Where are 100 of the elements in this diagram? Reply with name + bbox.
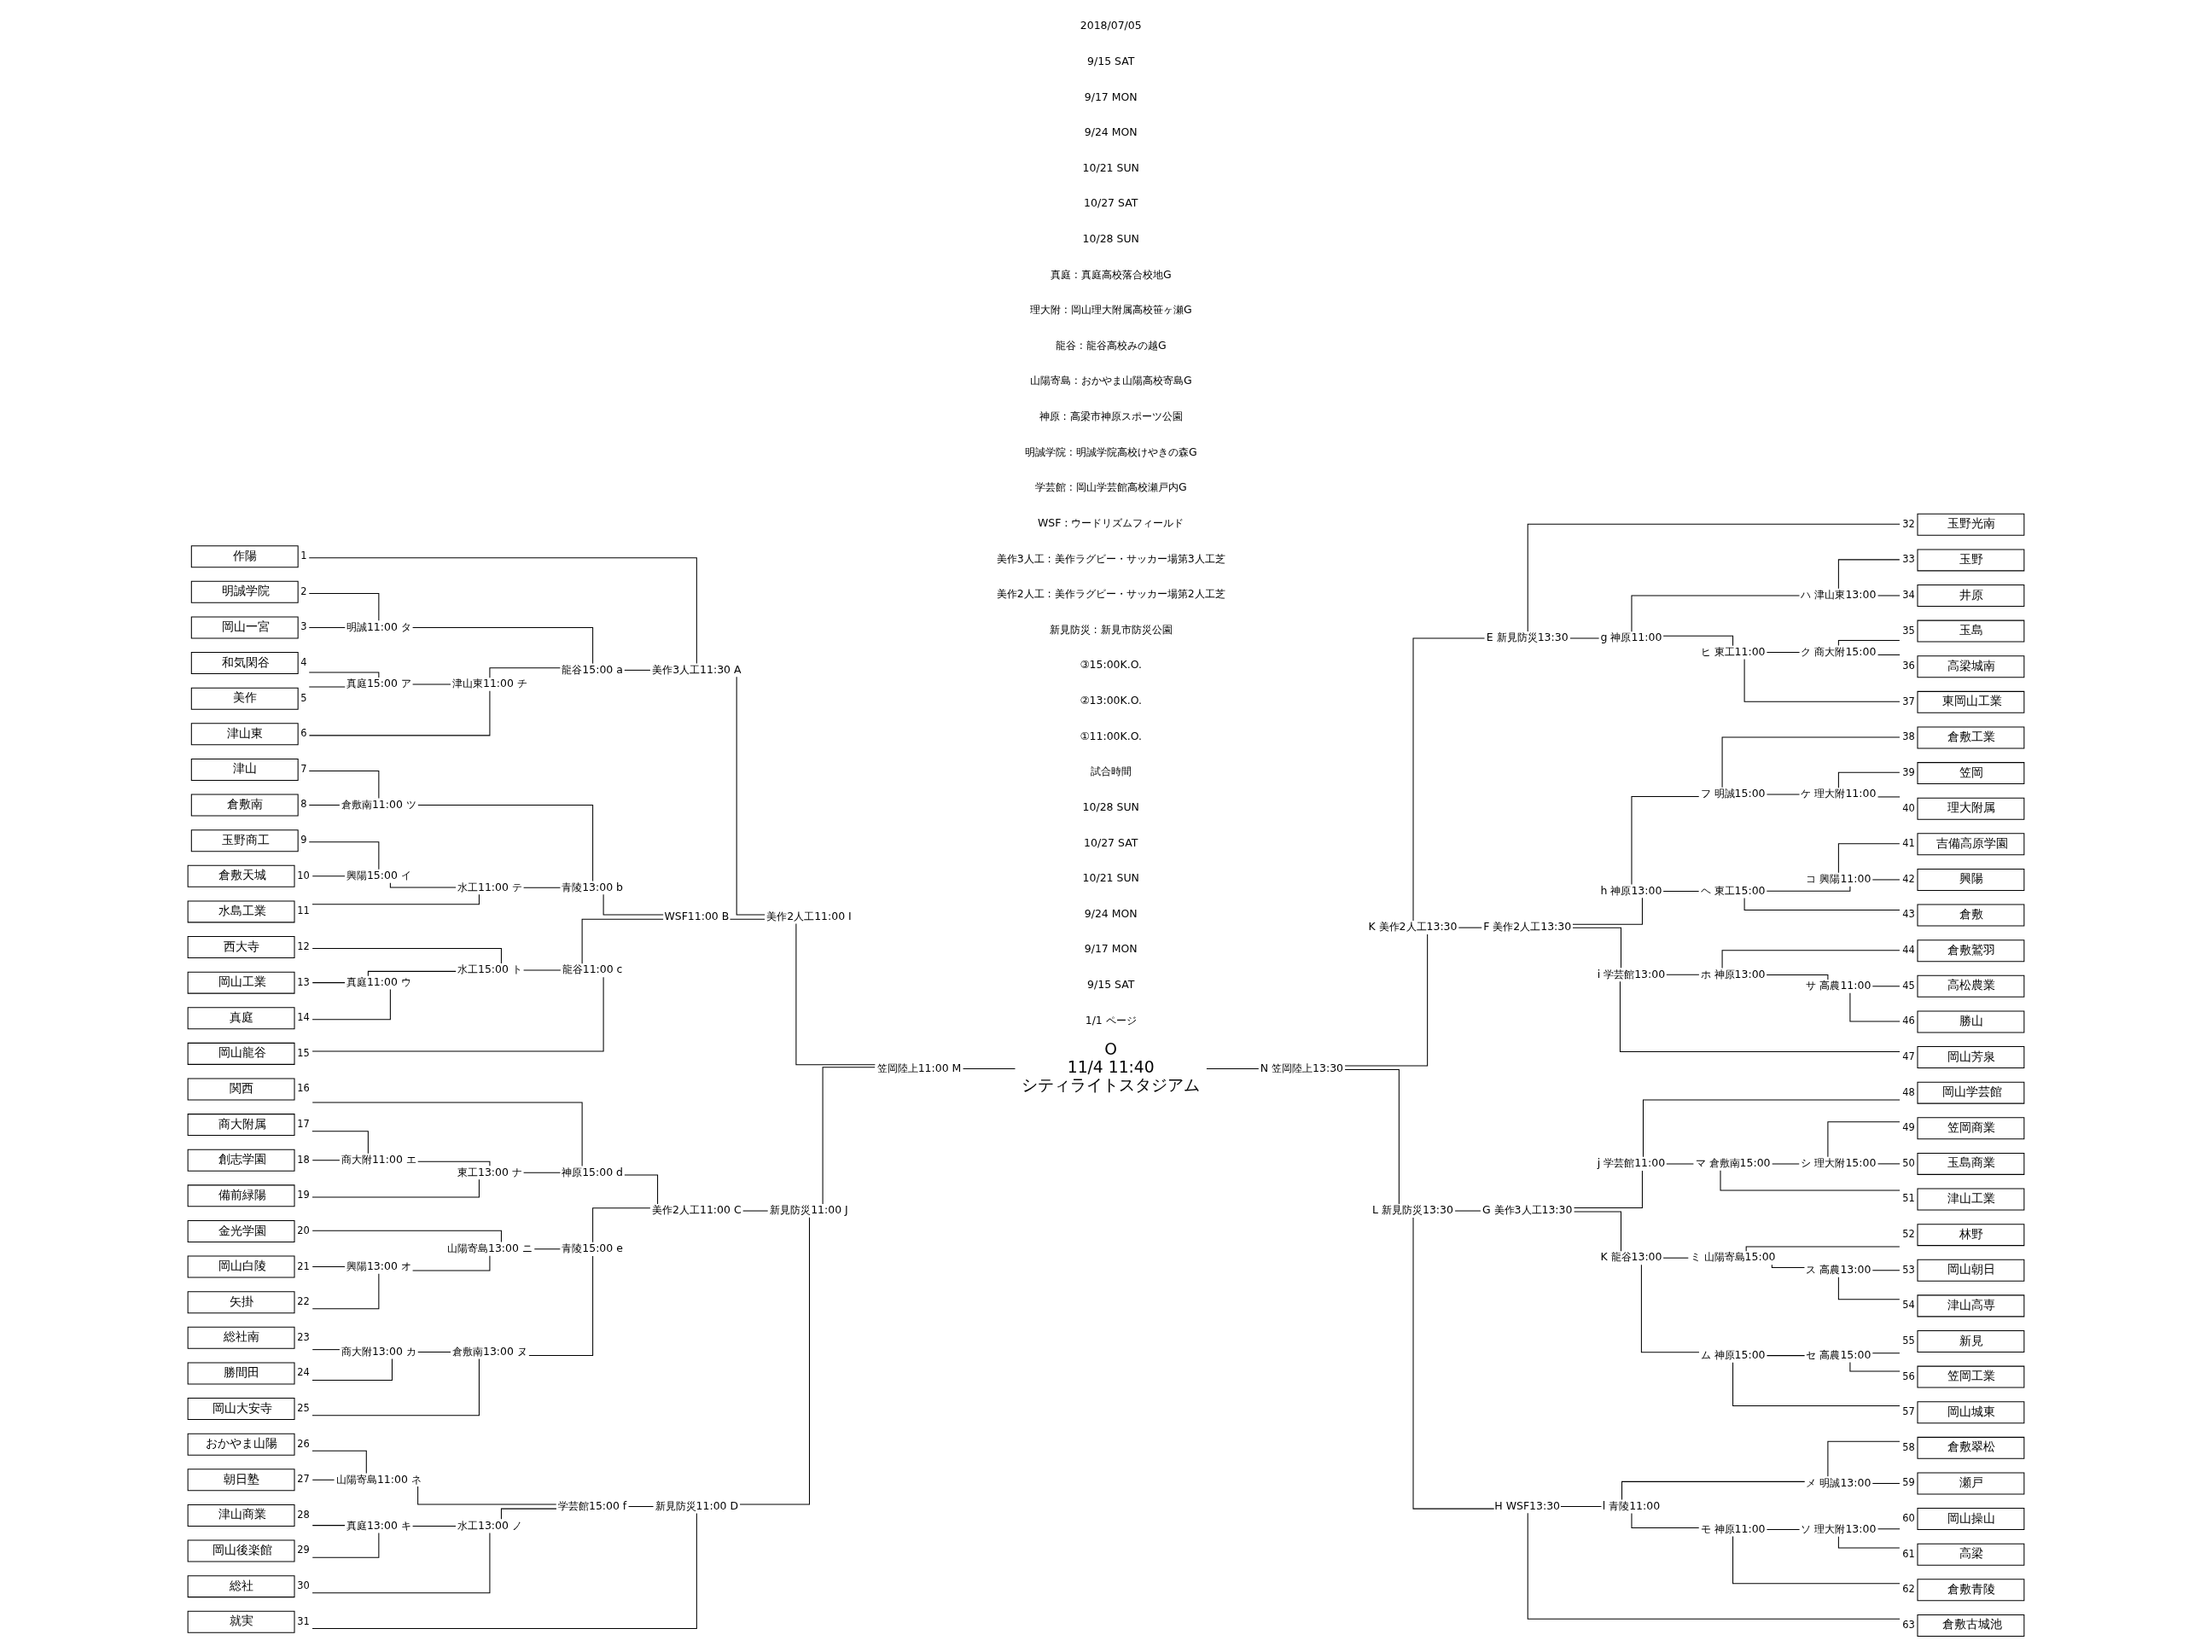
node-label: 2 — [300, 585, 307, 597]
node-box: 岡山後楽館 — [187, 1539, 295, 1562]
label: 1/1 ページ — [1085, 1013, 1137, 1027]
node-label: 34 — [1902, 588, 1915, 601]
connector — [311, 989, 391, 1021]
connector — [624, 1174, 659, 1205]
label: 美作3人工 : 美作ラグビー・サッカー場第3人工芝 — [996, 551, 1225, 565]
node-text: ヘ 東工15:00 — [1700, 883, 1766, 897]
node-label: 3 — [300, 620, 307, 633]
connector — [1871, 1270, 1901, 1271]
connector — [1412, 637, 1486, 922]
node-text: 学芸館15:00 f — [557, 1498, 627, 1512]
connector — [1666, 974, 1700, 975]
node-label: 5 — [300, 691, 307, 704]
node-text: コ 興陽11:00 — [1806, 872, 1871, 886]
connector — [311, 1273, 380, 1310]
node-text: O 11/4 11:40 シティライトスタジアム — [1022, 1040, 1201, 1094]
connector — [1662, 1257, 1689, 1259]
label: 9/15 SAT — [1087, 977, 1135, 991]
connector — [389, 882, 457, 888]
node-label: 21 — [297, 1259, 310, 1272]
connector — [628, 1506, 655, 1508]
node-box: 岡山芳泉 — [1917, 1046, 2025, 1069]
connector — [311, 1525, 346, 1527]
connector — [736, 676, 765, 916]
node-box: 美作 — [190, 687, 299, 710]
connector — [311, 893, 480, 905]
node-box: 創志学園 — [187, 1149, 295, 1172]
connector — [1871, 1352, 1901, 1354]
label: 神原 : 高梁市神原スポーツ公園 — [1039, 410, 1183, 423]
node-box: 明誠学院 — [190, 580, 299, 603]
connector — [311, 1450, 367, 1474]
node-label: 33 — [1902, 553, 1915, 566]
node-box: 作陽 — [190, 545, 299, 568]
connector — [311, 1358, 393, 1382]
node-box: 倉敷鷲羽 — [1917, 939, 2025, 963]
node-box: 岡山操山 — [1917, 1508, 2025, 1531]
node-text: ヒ 東工11:00 — [1700, 644, 1766, 658]
node-box: 笠岡工業 — [1917, 1365, 2025, 1388]
node-label: 56 — [1902, 1370, 1915, 1382]
connector — [795, 923, 876, 1066]
connector — [1837, 559, 1901, 590]
connector — [412, 626, 594, 665]
node-box: 吉備高原学園 — [1917, 833, 2025, 856]
connector — [311, 875, 346, 877]
connector — [417, 805, 594, 881]
node-box: 倉敷翠松 — [1917, 1436, 2025, 1459]
connector — [417, 1351, 451, 1352]
node-label: 49 — [1902, 1121, 1915, 1134]
node-text: 倉敷南11:00 ツ — [341, 797, 416, 811]
node-text: フ 明誠15:00 — [1700, 787, 1766, 800]
node-label: 32 — [1902, 517, 1915, 530]
connector — [308, 841, 380, 870]
connector — [311, 1513, 697, 1629]
connector — [308, 770, 380, 799]
connector — [311, 1131, 369, 1155]
node-box: 岡山朝日 — [1917, 1259, 2025, 1282]
node-text: ケ 理大附11:00 — [1801, 787, 1877, 800]
label: 明誠学院 : 明誠学院高校けやきの森G — [1024, 445, 1197, 458]
node-box: おかやま山陽 — [187, 1433, 295, 1456]
connector — [417, 1486, 557, 1505]
connector — [1877, 654, 1901, 655]
node-label: 26 — [297, 1437, 310, 1450]
node-label: 11 — [297, 905, 310, 917]
node-box: 玉野商工 — [190, 829, 299, 852]
node-text: 神原15:00 d — [562, 1165, 623, 1178]
node-text: H WSF13:30 — [1494, 1498, 1561, 1512]
connector — [739, 1217, 810, 1505]
node-label: 51 — [1902, 1192, 1915, 1205]
node-box: 総社南 — [187, 1326, 295, 1349]
node-box: 倉敷天城 — [187, 864, 295, 887]
node-text: 笠岡陸上11:00 M — [876, 1061, 962, 1074]
node-text: 水工13:00 ノ — [457, 1518, 522, 1532]
node-text: h 神原13:00 — [1600, 883, 1662, 897]
node-box: 津山商業 — [187, 1504, 295, 1527]
node-label: 62 — [1902, 1583, 1915, 1596]
node-text: シ 理大附15:00 — [1801, 1156, 1877, 1170]
label: ①11:00K.O. — [1080, 729, 1142, 742]
node-label: 54 — [1902, 1299, 1915, 1312]
node-label: 44 — [1902, 944, 1915, 957]
node-box: 理大附属 — [1917, 797, 2025, 820]
node-box: 東岡山工業 — [1917, 690, 2025, 713]
node-box: 矢掛 — [187, 1291, 295, 1314]
label: 9/15 SAT — [1087, 54, 1135, 67]
connector — [1732, 1536, 1901, 1585]
connector — [311, 1533, 491, 1594]
node-label: 4 — [300, 655, 307, 668]
node-label: 48 — [1902, 1085, 1915, 1098]
connector — [1662, 890, 1700, 892]
node-text: K 龍谷13:00 — [1600, 1250, 1662, 1264]
node-label: 15 — [297, 1046, 310, 1059]
node-label: 46 — [1902, 1015, 1915, 1027]
connector — [581, 918, 664, 964]
node-box: 津山高専 — [1917, 1294, 2025, 1318]
node-label: 31 — [297, 1614, 310, 1627]
connector — [1206, 1068, 1260, 1070]
node-text: N 笠岡陸上13:30 — [1260, 1061, 1344, 1074]
connector — [1871, 986, 1901, 987]
node-text: i 学芸館13:00 — [1597, 967, 1666, 980]
connector — [1766, 1529, 1801, 1531]
